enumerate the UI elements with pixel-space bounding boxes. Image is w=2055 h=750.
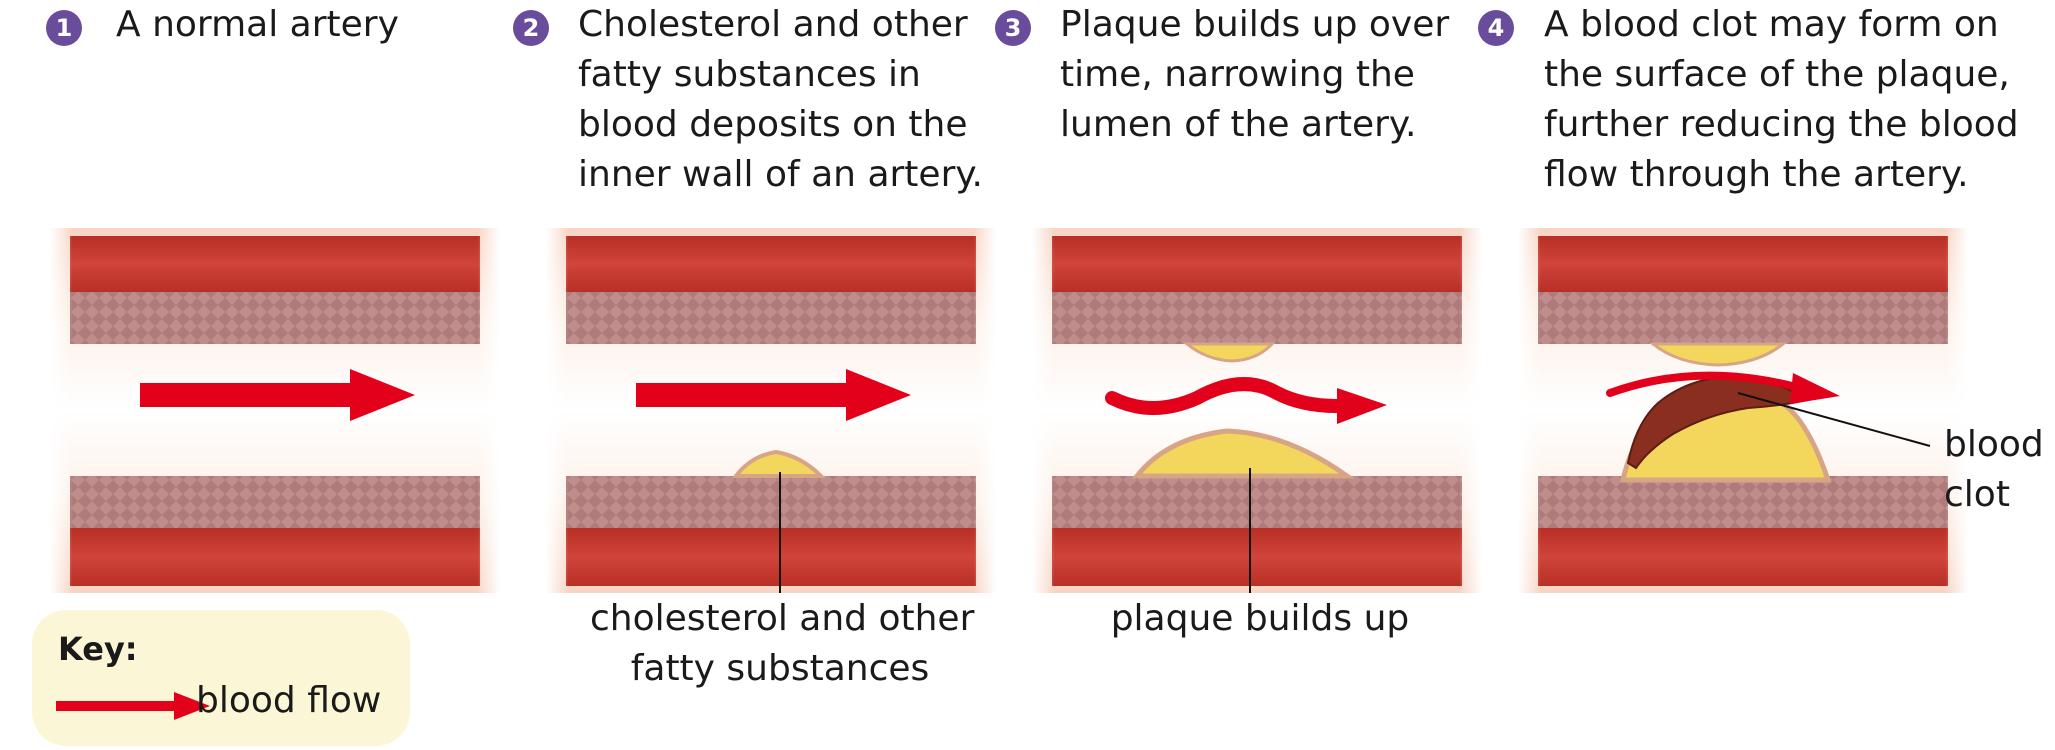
label-leader-line	[1737, 392, 1931, 447]
step-text-line: Cholesterol and other	[578, 4, 968, 45]
step-number-badge: 1	[46, 10, 82, 46]
label-line: clot	[1944, 474, 2010, 515]
step-number-badge: 3	[995, 10, 1031, 46]
label-cholesterol: cholesterol and other fatty substances	[590, 594, 975, 694]
artery-illustration	[1032, 228, 1482, 593]
blood-flow-key-arrow-icon	[56, 692, 210, 720]
blood-flow-arrow	[140, 369, 415, 421]
step-description: A blood clot may form on the surface of …	[1544, 0, 2019, 200]
step-text-line: flow through the artery.	[1544, 154, 1969, 195]
step-text-line: fatty substances in	[578, 54, 921, 95]
artery-panel-deposits	[546, 228, 996, 593]
step-text-line: lumen of the artery.	[1060, 104, 1417, 145]
step-text-line: Plaque builds up over	[1060, 4, 1450, 45]
label-clot: blood clot	[1944, 420, 2044, 520]
key-legend: Key: blood flow	[32, 610, 410, 746]
label-plaque: plaque builds up	[1090, 594, 1430, 644]
step-number-badge: 4	[1478, 10, 1514, 46]
artery-illustration	[546, 228, 996, 593]
label-line: plaque builds up	[1110, 598, 1410, 639]
step-text-line: inner wall of an artery.	[578, 154, 983, 195]
blood-flow-arrow	[1606, 371, 1840, 404]
step-number-badge: 2	[513, 10, 549, 46]
step-description: A normal artery	[116, 0, 399, 50]
artery-illustration	[50, 228, 500, 593]
step-text-line: blood deposits on the	[578, 104, 968, 145]
step-description: Plaque builds up over time, narrowing th…	[1060, 0, 1449, 150]
step-text-line: time, narrowing the	[1060, 54, 1415, 95]
step-text-line: further reducing the blood	[1544, 104, 2019, 145]
label-line: blood	[1944, 424, 2044, 465]
label-line: cholesterol and other	[590, 598, 975, 639]
step-text-line: A normal artery	[116, 4, 399, 45]
key-blood-flow-label: blood flow	[196, 680, 382, 721]
step-text-line: A blood clot may form on	[1544, 4, 1999, 45]
blood-flow-arrow	[1105, 377, 1387, 424]
artery-panel-normal	[50, 228, 500, 593]
artery-illustration	[1518, 228, 1968, 593]
artery-panel-plaque	[1032, 228, 1482, 593]
label-line: fatty substances	[630, 648, 930, 689]
artery-panel-clot	[1518, 228, 1968, 593]
step-text-line: the surface of the plaque,	[1544, 54, 2010, 95]
key-title: Key:	[58, 630, 138, 668]
blood-flow-arrow	[636, 369, 911, 421]
step-description: Cholesterol and other fatty substances i…	[578, 0, 983, 200]
